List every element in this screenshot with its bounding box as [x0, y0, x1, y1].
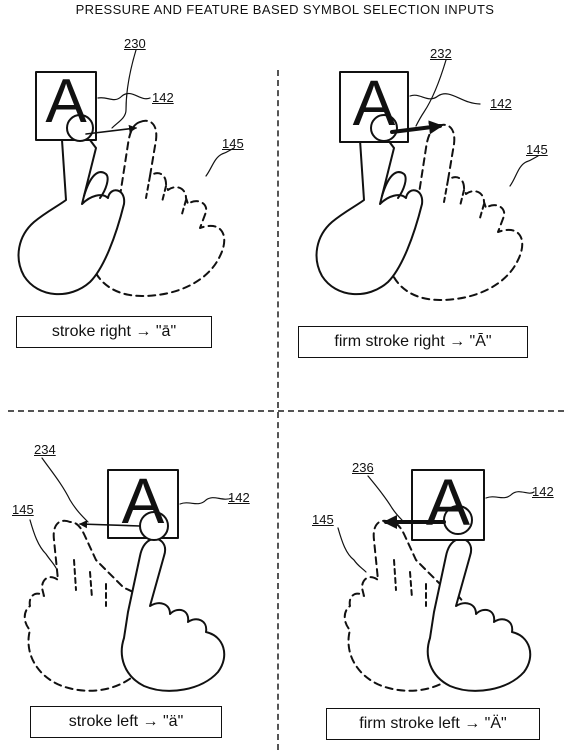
- panel-1-art: [17, 49, 235, 297]
- panel-2-arrow: [390, 120, 443, 135]
- panel-2-ref-hand: 145: [526, 142, 548, 157]
- panel-3-solid-hand: [120, 538, 226, 692]
- panel-4-art: [337, 469, 535, 692]
- panel-3-ref-arrow: 234: [34, 442, 56, 457]
- panel-2-ref-arrow: 232: [430, 46, 452, 61]
- panel-3-key-letter: A: [121, 465, 165, 537]
- panel-1-ref-key: 142: [152, 90, 174, 105]
- panel-3-ref-hand: 145: [12, 502, 34, 517]
- panel-2-art: [315, 59, 539, 301]
- panel-2-caption: firm stroke right → "Ā": [298, 326, 528, 358]
- panel-1-solid-hand: [17, 127, 126, 295]
- panel-4-ref-arrow: 236: [352, 460, 374, 475]
- panel-4-ref-key: 142: [532, 484, 554, 499]
- panel-2-key-letter: A: [352, 67, 396, 139]
- panel-3-caption: stroke left → "ä": [30, 706, 222, 738]
- panel-1-arrow: [85, 124, 137, 135]
- panel-3-arrow: [79, 520, 141, 529]
- panel-3-ref-key: 142: [228, 490, 250, 505]
- panel-3-art: [23, 457, 233, 692]
- panel-1-ref-arrow: 230: [124, 36, 146, 51]
- panel-4-key: [411, 469, 485, 541]
- panel-1-caption: stroke right → "ā": [16, 316, 212, 348]
- panel-1-ref-hand: 145: [222, 136, 244, 151]
- panel-4-solid-hand: [426, 538, 532, 692]
- horizontal-divider: [8, 410, 564, 412]
- figure-title: PRESSURE AND FEATURE BASED SYMBOL SELECT…: [75, 2, 495, 17]
- panel-2-ref-key: 142: [490, 96, 512, 111]
- panel-4-key-letter: A: [425, 465, 471, 539]
- panel-1-key-letter: A: [45, 67, 87, 136]
- panel-2-solid-hand: [315, 127, 424, 295]
- panel-4-caption: firm stroke left → "Ä": [326, 708, 540, 740]
- panel-4-ref-hand: 145: [312, 512, 334, 527]
